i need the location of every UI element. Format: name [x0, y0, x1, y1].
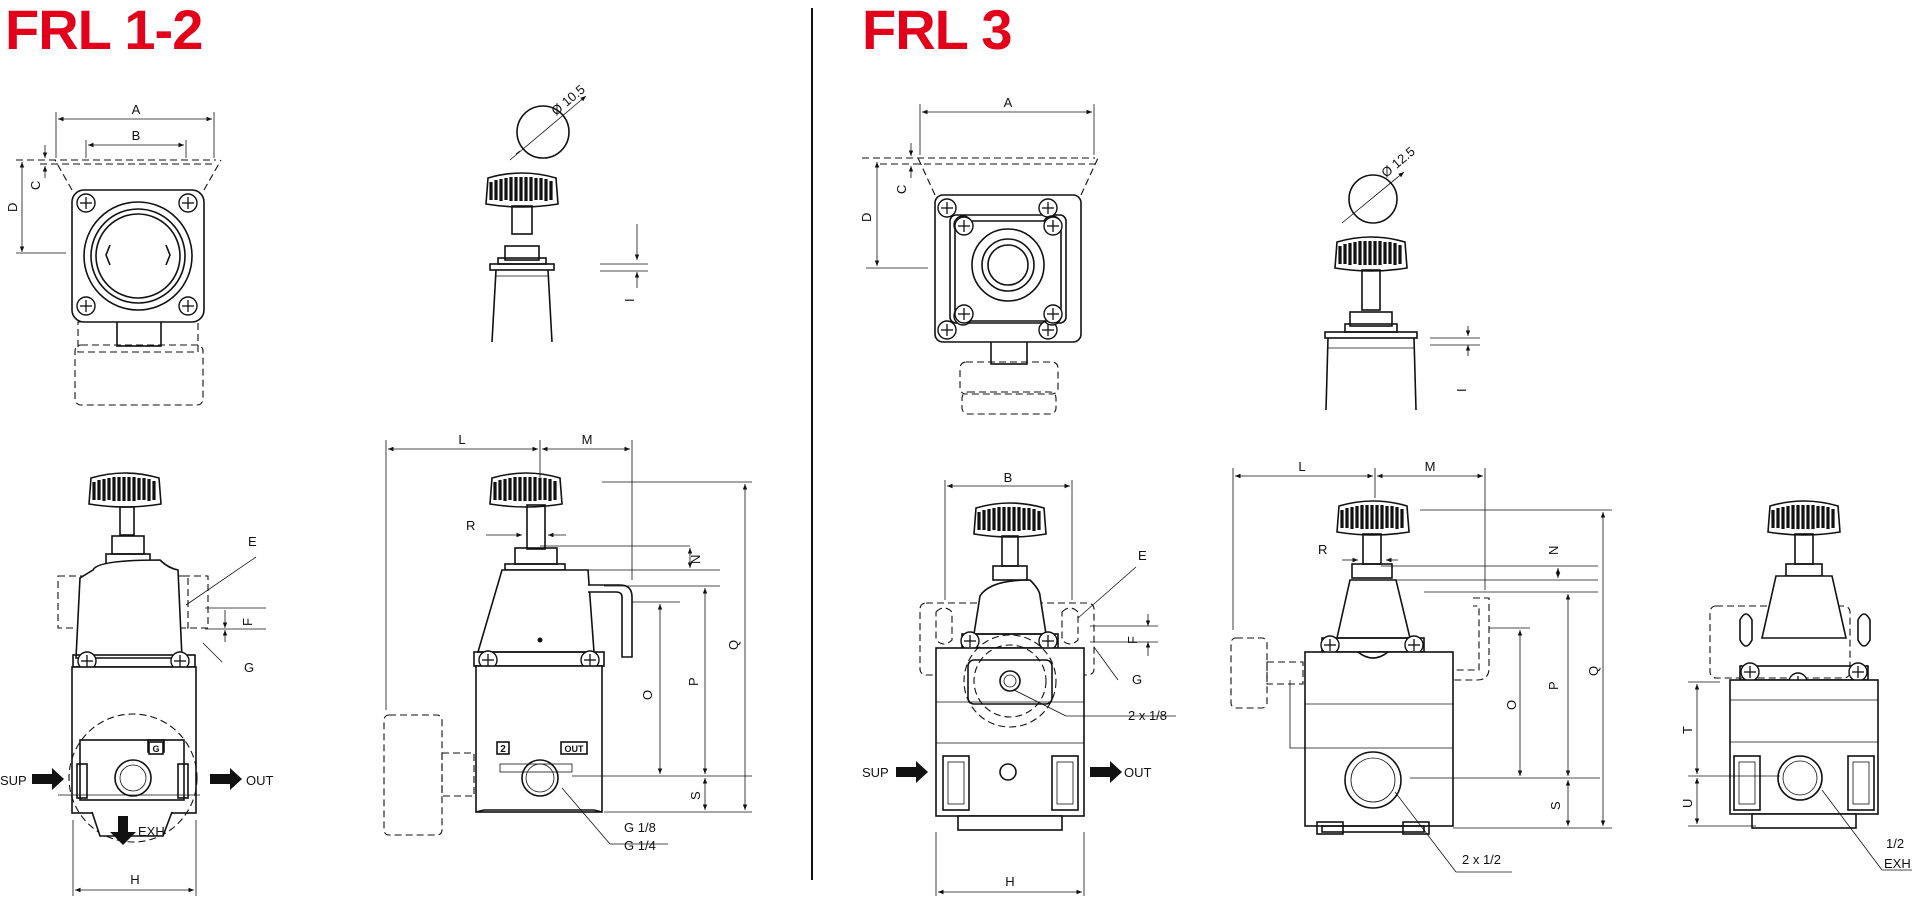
frl3-top-dims — [866, 104, 1095, 269]
label-b: B — [132, 128, 141, 143]
label-m: M — [582, 432, 593, 447]
label-a: A — [1004, 95, 1013, 110]
title-frl-3: FRL 3 — [862, 0, 1013, 61]
frl12-top-view — [16, 159, 222, 406]
label-g: G — [244, 660, 254, 675]
diameter-label: Ø 10.5 — [548, 82, 588, 119]
label-s: S — [688, 791, 703, 800]
label-h: H — [130, 872, 139, 887]
diameter-label: Ø 12.5 — [1378, 144, 1418, 181]
label-t: T — [1680, 726, 1695, 734]
frl3-rear-view — [1709, 499, 1879, 829]
mark-2: 2 — [500, 744, 506, 755]
frl12-top-dims — [16, 112, 215, 254]
port-half: 1/2 — [1886, 836, 1904, 851]
label-i: I — [622, 298, 637, 302]
label-m: M — [1425, 459, 1436, 474]
label-f: F — [240, 618, 255, 626]
frl3-top-view — [862, 157, 1099, 415]
frl12-front-dims — [72, 556, 266, 896]
label-e: E — [1138, 548, 1147, 563]
label-d: D — [5, 203, 20, 212]
label-a: A — [132, 102, 141, 117]
port-sup: SUP — [0, 773, 27, 788]
port-exh: EXH — [1884, 856, 1911, 871]
frl3-front-view — [919, 501, 1095, 831]
title-frl-1-2: FRL 1-2 — [5, 0, 203, 61]
label-g: G — [1132, 672, 1142, 687]
label-o: O — [640, 690, 655, 700]
mark-g: G — [152, 744, 159, 754]
label-n: N — [1546, 546, 1561, 555]
label-u: U — [1680, 799, 1695, 808]
label-q: Q — [1586, 666, 1601, 676]
label-e: E — [248, 534, 257, 549]
label-s: S — [1548, 801, 1563, 810]
frl12-side-view — [383, 471, 633, 836]
port-exh: EXH — [138, 824, 165, 839]
label-q: Q — [726, 640, 741, 650]
label-r: R — [1318, 542, 1327, 557]
label-h: H — [1005, 874, 1014, 889]
frl3-rear-dims — [1688, 681, 1912, 871]
frl12-port-arrows — [32, 741, 242, 845]
port-sup: SUP — [862, 765, 889, 780]
label-l: L — [1298, 459, 1305, 474]
label-f: F — [1125, 636, 1140, 644]
label-l: L — [458, 432, 465, 447]
label-b: B — [1004, 470, 1013, 485]
frl12-knob-view — [484, 95, 648, 343]
port-g18: G 1/8 — [624, 820, 656, 835]
frl3-side-dims — [1232, 468, 1612, 873]
label-o: O — [1504, 700, 1519, 710]
label-p: P — [686, 677, 701, 686]
label-i: I — [1454, 388, 1469, 392]
mark-out: OUT — [565, 744, 585, 754]
frl3-knob-view — [1324, 171, 1480, 411]
frl12-side-dims — [385, 440, 752, 845]
port-g14: G 1/4 — [624, 838, 656, 853]
port-two12: 2 x 1/2 — [1462, 852, 1501, 867]
label-d: D — [859, 213, 874, 222]
label-c: C — [28, 181, 43, 190]
label-c: C — [894, 185, 909, 194]
port-two18: 2 x 1/8 — [1128, 708, 1167, 723]
label-n: N — [688, 555, 703, 564]
frl12-front-view — [57, 471, 209, 843]
label-p: P — [1546, 681, 1561, 690]
frl3-front-dims — [935, 480, 1176, 896]
label-r: R — [466, 518, 475, 533]
frl3-side-view — [1230, 499, 1490, 835]
port-out: OUT — [246, 773, 274, 788]
port-out: OUT — [1124, 765, 1152, 780]
